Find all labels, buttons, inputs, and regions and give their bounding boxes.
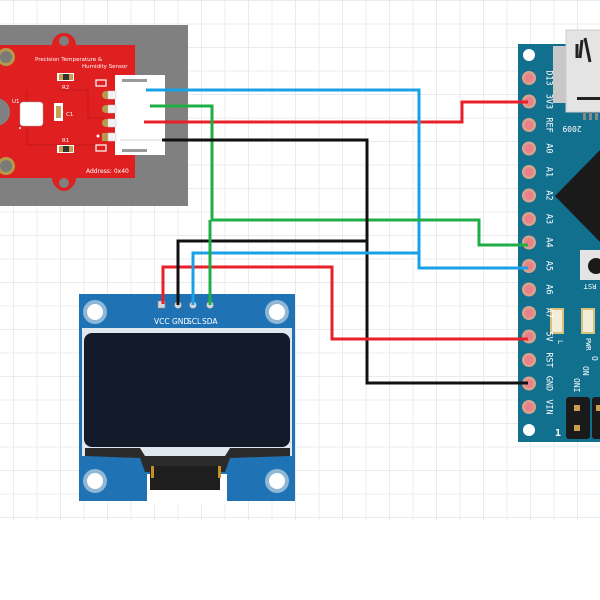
oled-mount-hole-tr <box>269 304 285 320</box>
arduino-pin-label-3v3: 3V3 <box>544 94 554 109</box>
r1-label: R1 <box>62 138 69 144</box>
oled-pin-label-sda: SDA <box>202 317 218 326</box>
wire-oled-gnd-to-gnd[interactable] <box>176 239 367 305</box>
arduino-pin-label-5v: 5V <box>544 331 554 341</box>
arduino-pin-label-a5: A5 <box>544 261 554 271</box>
wire-sensor-vcc-to-3v3[interactable] <box>144 100 528 124</box>
sensor-connector[interactable] <box>115 75 165 155</box>
arduino-pin-pad <box>524 97 534 106</box>
led-pwr <box>581 308 595 334</box>
oled-mount-hole-tl <box>87 304 103 320</box>
oled-flex-cable <box>85 448 290 472</box>
header-pin1-label: 1 <box>555 428 561 439</box>
usb-icon <box>575 37 592 63</box>
sensor-title-line2: Humidity Sensor <box>82 64 128 70</box>
arduino-pin-label-a3: A3 <box>544 214 554 224</box>
oled-screen <box>84 333 290 447</box>
oled-pin-label-gnd: GND <box>172 317 189 326</box>
arduino-pin-label-a7: A7 <box>544 308 554 318</box>
oled-pin-label-vcc: VCC <box>154 317 170 326</box>
sensor-hole-top <box>59 36 69 46</box>
wire-oled-scl-to-a5[interactable] <box>191 251 419 305</box>
oled-mount-hole-bl <box>87 473 103 489</box>
oled-mount-hole-br <box>269 473 285 489</box>
sensor-hole-bottom <box>59 178 69 188</box>
side-text-2: ON <box>581 366 590 376</box>
arduino-pin-pad <box>524 214 534 224</box>
arduino-pin-label-ref: REF <box>544 117 554 132</box>
arduino-pin-pad <box>524 144 534 153</box>
arduino-pin-label-a1: A1 <box>544 167 554 177</box>
arduino-pin-label-a6: A6 <box>544 284 554 294</box>
wire-sensor-scl-to-a5[interactable] <box>146 88 528 270</box>
sensor-title-line1: Precision Temperature & <box>35 57 103 63</box>
arduino-pin-label-rst: RST <box>544 352 554 367</box>
sensor-center-cutout <box>0 98 10 126</box>
arduino-pin-pad <box>524 73 534 83</box>
arduino-chip-label: 2009 <box>562 124 581 133</box>
sensor-chip-u1 <box>19 101 44 127</box>
arduino-pin-pad <box>524 355 534 365</box>
oled-pin-label-scl: SCL <box>187 317 202 326</box>
sensor-address-label: Address: 0x40 <box>86 168 129 175</box>
arduino-pin-label-gnd: GND <box>544 376 554 391</box>
arduino-pin-label-a4: A4 <box>544 237 554 247</box>
arduino-pin-pad <box>524 402 534 412</box>
side-text-3: ONI <box>572 378 581 393</box>
arduino-pin-pad <box>524 120 534 130</box>
rst-label: RST <box>583 282 596 290</box>
side-text-1: O <box>590 356 599 361</box>
arduino-pin-label-d13: D13 <box>544 70 554 85</box>
arduino-pin-pad <box>524 308 534 318</box>
oled-module[interactable]: VCC GND SCL SDA <box>79 294 295 504</box>
arduino-pin-label-a0: A0 <box>544 143 554 153</box>
arduino-pin-label-a2: A2 <box>544 190 554 200</box>
arduino-pin-pad <box>524 379 534 388</box>
arduino-pin-pad <box>524 285 534 294</box>
wires <box>144 88 528 385</box>
arduino-pin-pad <box>524 191 534 200</box>
wire-sensor-gnd-to-gnd[interactable] <box>162 138 528 385</box>
r2-label: R2 <box>62 85 69 91</box>
arduino-pin-label-vin: VIN <box>544 399 554 414</box>
icsp-header <box>566 397 590 439</box>
led-l <box>550 308 564 334</box>
led-pwr-label: PWR <box>584 338 592 351</box>
arduino-mount-hole-bottom <box>523 424 535 436</box>
microcontroller-chip <box>555 150 600 242</box>
sensor-pad-gnd <box>102 133 110 141</box>
sensor-module[interactable]: Precision Temperature & Humidity Sensor … <box>0 25 188 206</box>
c1-label: C1 <box>66 112 73 118</box>
u1-label: U1 <box>12 99 20 105</box>
led-l-label: L <box>556 340 564 344</box>
wire-sensor-sda-to-a4[interactable] <box>150 104 528 247</box>
wire-oled-vcc-to-5v[interactable] <box>161 265 528 341</box>
arduino-pin-pad <box>524 167 534 177</box>
arduino-mount-hole-top <box>523 49 535 61</box>
